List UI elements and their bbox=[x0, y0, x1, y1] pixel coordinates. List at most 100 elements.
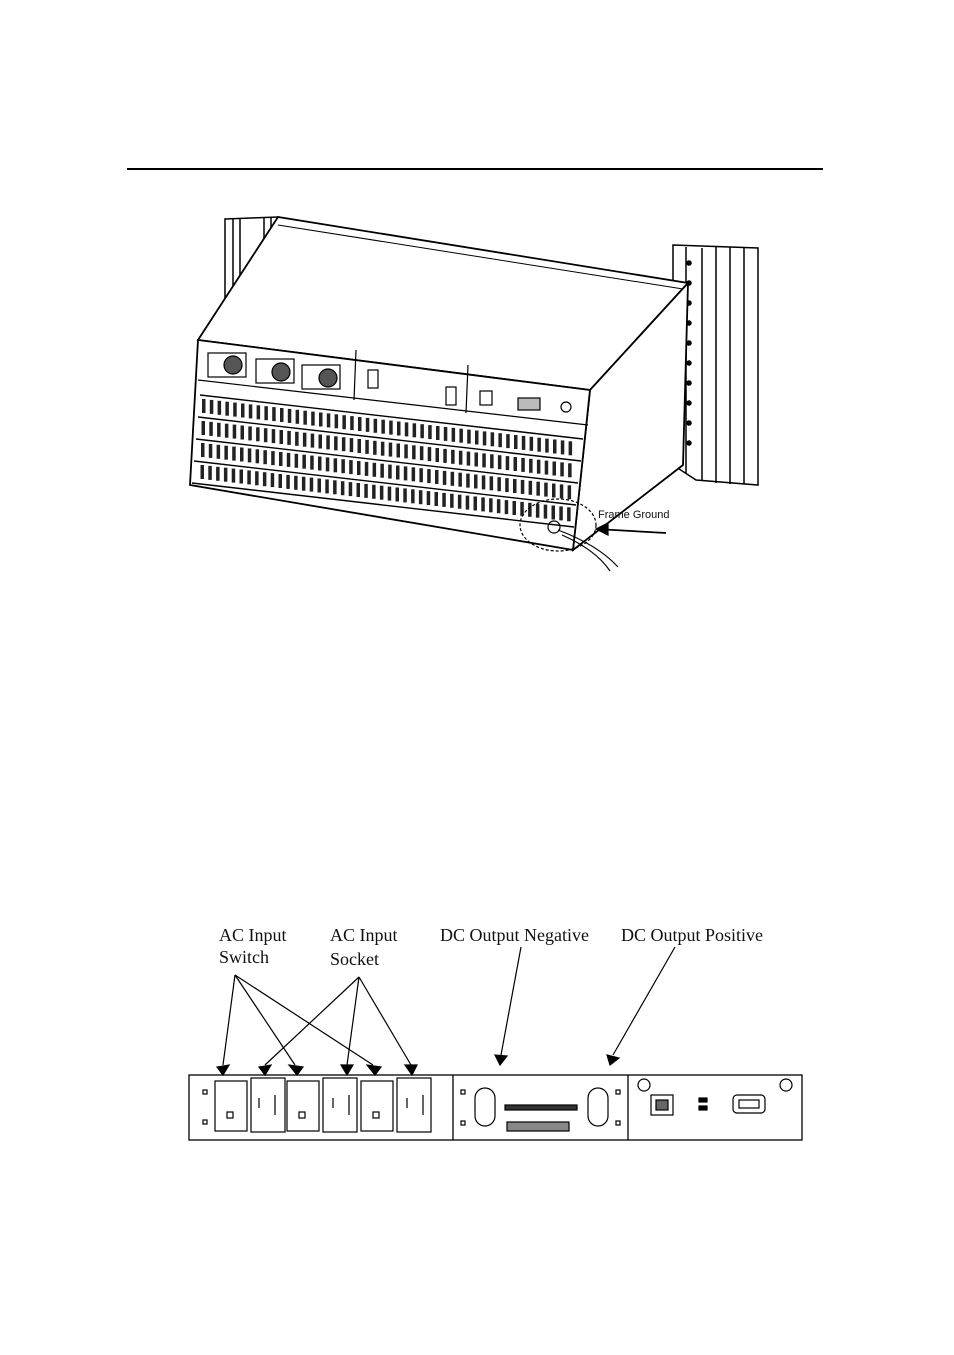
vent-slot bbox=[365, 462, 369, 476]
vent-slot bbox=[529, 459, 533, 473]
vent-slot bbox=[240, 470, 244, 484]
vent-slot bbox=[467, 430, 471, 444]
ac-input-switch-label-line1: AC Input bbox=[219, 925, 287, 945]
vent-slot bbox=[272, 407, 276, 421]
rack-mount-illustration: Frame Ground bbox=[178, 195, 818, 575]
vent-slot bbox=[559, 506, 563, 520]
vent-slot bbox=[553, 462, 557, 476]
ac-section bbox=[203, 1078, 431, 1132]
vent-slot bbox=[224, 468, 228, 482]
vent-slot bbox=[497, 477, 501, 491]
vent-slot bbox=[218, 401, 222, 415]
vent-slot bbox=[232, 469, 236, 483]
vent-slot bbox=[396, 488, 400, 502]
vent-slot bbox=[232, 447, 236, 461]
vent-slot bbox=[366, 418, 370, 432]
vent-slot bbox=[490, 476, 494, 490]
vent-slot bbox=[209, 444, 213, 458]
vent-slot bbox=[302, 477, 306, 491]
ac-input-switch-label-line2: Switch bbox=[219, 947, 269, 967]
vent-slot bbox=[303, 411, 307, 425]
vent-slot bbox=[482, 453, 486, 467]
vent-slot bbox=[467, 452, 471, 466]
vent-slot bbox=[475, 453, 479, 467]
vent-slot bbox=[241, 404, 245, 418]
vent-slot bbox=[528, 503, 532, 517]
vent-slot bbox=[287, 431, 291, 445]
vent-slot bbox=[373, 441, 377, 455]
vent-slot bbox=[545, 461, 549, 475]
vent-slot bbox=[224, 446, 228, 460]
vent-slot bbox=[482, 475, 486, 489]
vent-slot bbox=[381, 420, 385, 434]
vent-slot bbox=[450, 494, 454, 508]
vent-slot bbox=[436, 426, 440, 440]
vent-slot bbox=[552, 484, 556, 498]
vent-slot bbox=[451, 472, 455, 486]
vent-slot bbox=[498, 433, 502, 447]
vent-slot bbox=[435, 492, 439, 506]
vent-slot bbox=[397, 444, 401, 458]
vent-slot bbox=[264, 428, 268, 442]
vent-slot bbox=[459, 429, 463, 443]
vent-slot bbox=[553, 440, 557, 454]
vent-slot bbox=[208, 466, 212, 480]
vent-slot bbox=[288, 409, 292, 423]
vent-slot bbox=[435, 470, 439, 484]
vent-slot bbox=[427, 491, 431, 505]
vent-slot bbox=[358, 439, 362, 453]
vent-slot bbox=[247, 470, 251, 484]
vent-slot bbox=[217, 423, 221, 437]
vent-slot bbox=[380, 464, 384, 478]
vent-slot bbox=[255, 471, 259, 485]
vent-slot bbox=[334, 436, 338, 450]
vent-slot bbox=[342, 415, 346, 429]
vent-slot bbox=[279, 452, 283, 466]
vent-slot bbox=[233, 425, 237, 439]
vent-slot bbox=[411, 489, 415, 503]
vent-slot bbox=[428, 425, 432, 439]
vent-slot bbox=[373, 463, 377, 477]
vent-slot bbox=[249, 404, 253, 418]
vent-slot bbox=[403, 488, 407, 502]
vent-slot bbox=[296, 410, 300, 424]
rear-panel-figure: AC Input Switch AC Input Socket DC Outpu… bbox=[185, 915, 810, 1150]
vent-slot bbox=[443, 449, 447, 463]
vent-slot bbox=[334, 458, 338, 472]
vent-slot bbox=[522, 436, 526, 450]
vent-slot bbox=[209, 422, 213, 436]
rack-mount-figure: Frame Ground bbox=[178, 195, 818, 575]
vent-slot bbox=[458, 473, 462, 487]
vent-slot bbox=[280, 408, 284, 422]
vent-slot bbox=[404, 466, 408, 480]
vent-slot bbox=[452, 428, 456, 442]
vent-slot bbox=[544, 505, 548, 519]
vent-slot bbox=[412, 445, 416, 459]
vent-slot bbox=[412, 467, 416, 481]
vent-slot bbox=[568, 463, 572, 477]
vent-slot bbox=[506, 456, 510, 470]
vent-slot bbox=[248, 426, 252, 440]
vent-slot bbox=[350, 438, 354, 452]
vent-slot bbox=[505, 500, 509, 514]
vent-slot bbox=[310, 478, 314, 492]
vent-slot bbox=[286, 475, 290, 489]
vent-slot bbox=[404, 444, 408, 458]
vent-slot bbox=[419, 468, 423, 482]
vent-slot bbox=[569, 441, 573, 455]
vent-slot bbox=[397, 422, 401, 436]
vent-slot bbox=[327, 413, 331, 427]
vent-slot bbox=[396, 466, 400, 480]
ac-input-socket-label-line2: Socket bbox=[330, 949, 379, 969]
vent-slot bbox=[225, 402, 229, 416]
vent-slot bbox=[567, 507, 571, 521]
vent-slot bbox=[521, 458, 525, 472]
vent-slot bbox=[216, 467, 220, 481]
vent-slot bbox=[427, 469, 431, 483]
vent-slot bbox=[451, 450, 455, 464]
vent-slot bbox=[428, 447, 432, 461]
ac-input-socket-label-line1: AC Input bbox=[330, 925, 398, 945]
vent-slot bbox=[202, 421, 206, 435]
vent-slot bbox=[279, 474, 283, 488]
vent-slot bbox=[458, 495, 462, 509]
